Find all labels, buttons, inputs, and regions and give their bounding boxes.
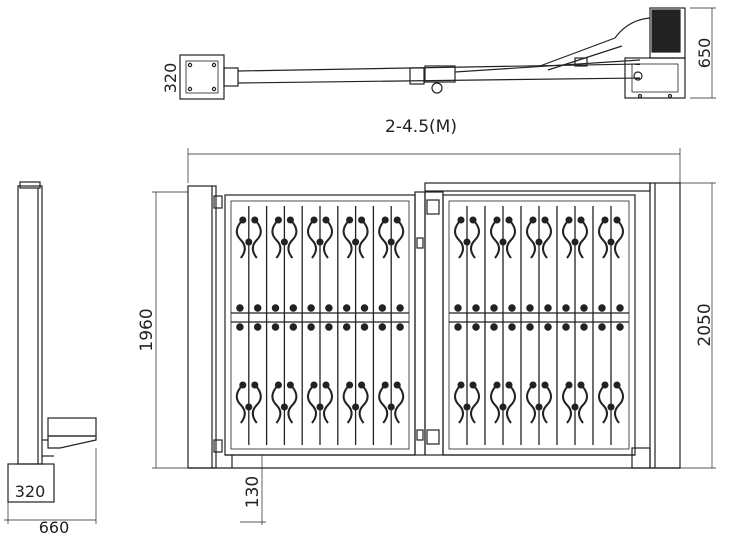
front-left-height: 1960 bbox=[137, 308, 157, 351]
side-view bbox=[4, 181, 97, 524]
side-depth-dim: 660 bbox=[39, 518, 70, 537]
width-label: 2-4.5(M) bbox=[385, 117, 457, 137]
top-motor-dim: 650 bbox=[695, 38, 714, 69]
side-base-dim: 320 bbox=[15, 482, 46, 501]
front-right-height: 2050 bbox=[695, 303, 715, 346]
top-view bbox=[179, 7, 716, 100]
top-post-left bbox=[179, 54, 225, 100]
front-ground-gap: 130 bbox=[243, 476, 263, 508]
top-motor-base bbox=[624, 57, 686, 99]
top-post-dim: 320 bbox=[161, 63, 180, 94]
front-view bbox=[152, 148, 716, 525]
side-motor bbox=[47, 417, 97, 437]
gate-pickets bbox=[235, 206, 624, 445]
